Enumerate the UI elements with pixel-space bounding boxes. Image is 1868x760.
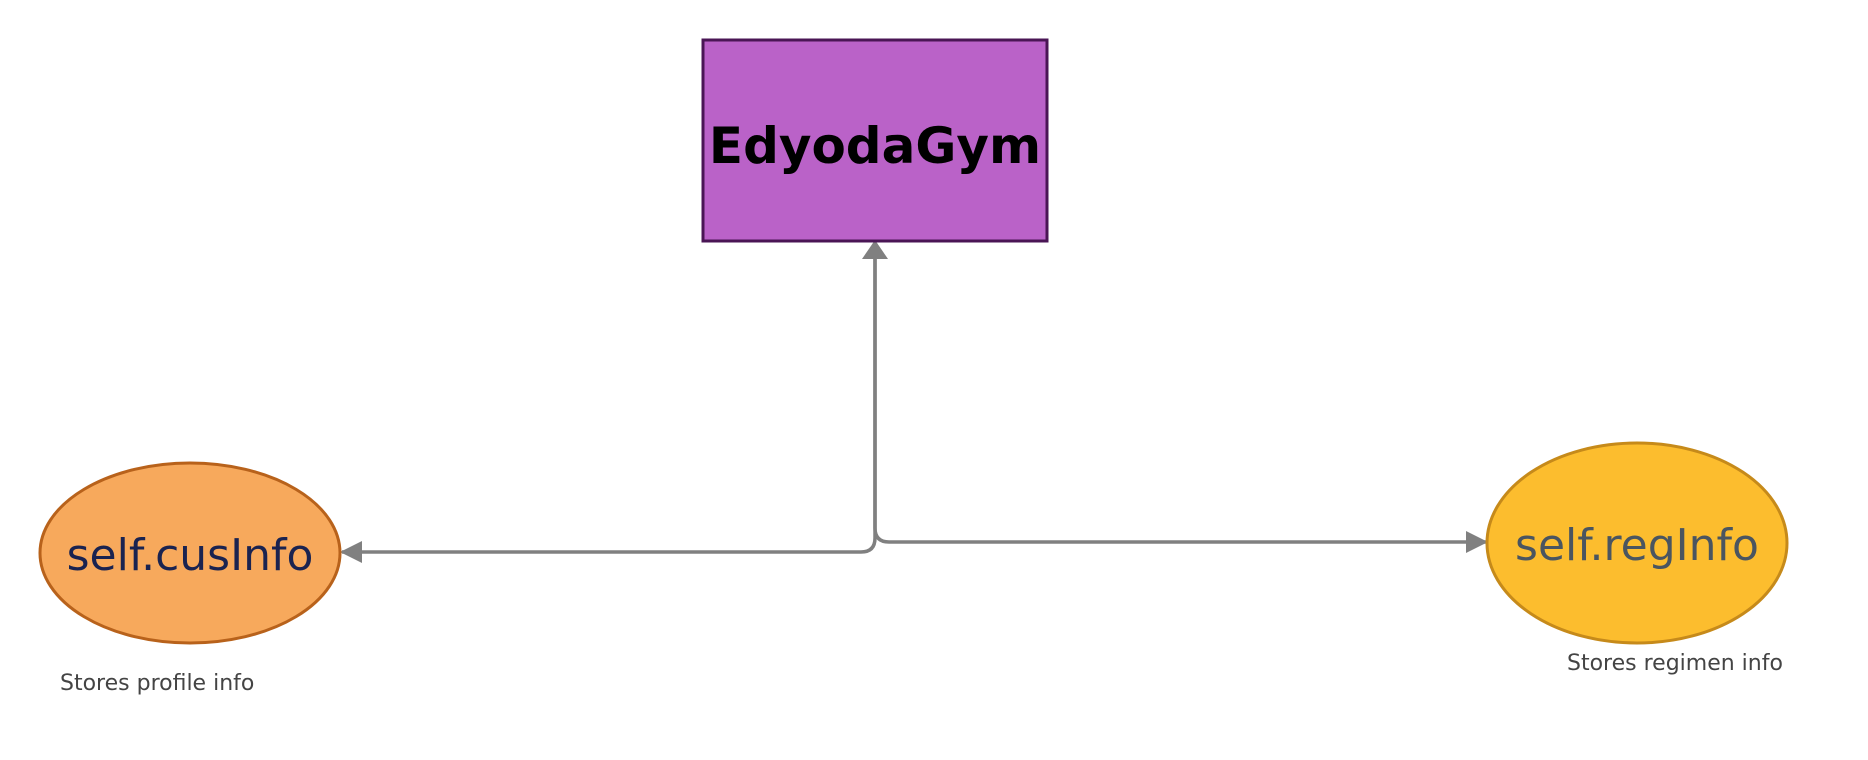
main-class-label: EdyodaGym — [709, 117, 1041, 175]
reginfo-ellipse[interactable] — [1485, 441, 1789, 645]
connector-to-cusinfo[interactable] — [340, 246, 877, 563]
reginfo-label: self.regInfo — [1515, 520, 1759, 571]
main-class-box[interactable] — [701, 38, 1049, 243]
connectors — [340, 240, 1488, 563]
cusinfo-ellipse[interactable] — [38, 461, 342, 645]
reginfo-caption: Stores regimen info — [1567, 651, 1783, 676]
connector-to-reginfo[interactable] — [873, 246, 1488, 553]
reginfo-node[interactable]: self.regInfo Stores regimen info — [1485, 441, 1789, 676]
main-class-node[interactable]: EdyodaGym — [701, 38, 1049, 243]
cusinfo-caption: Stores profile info — [60, 671, 254, 696]
cusinfo-node[interactable]: self.cusInfo Stores profile info — [38, 461, 342, 696]
cusinfo-label: self.cusInfo — [67, 530, 314, 581]
arrowhead-to-main-class — [862, 240, 888, 259]
